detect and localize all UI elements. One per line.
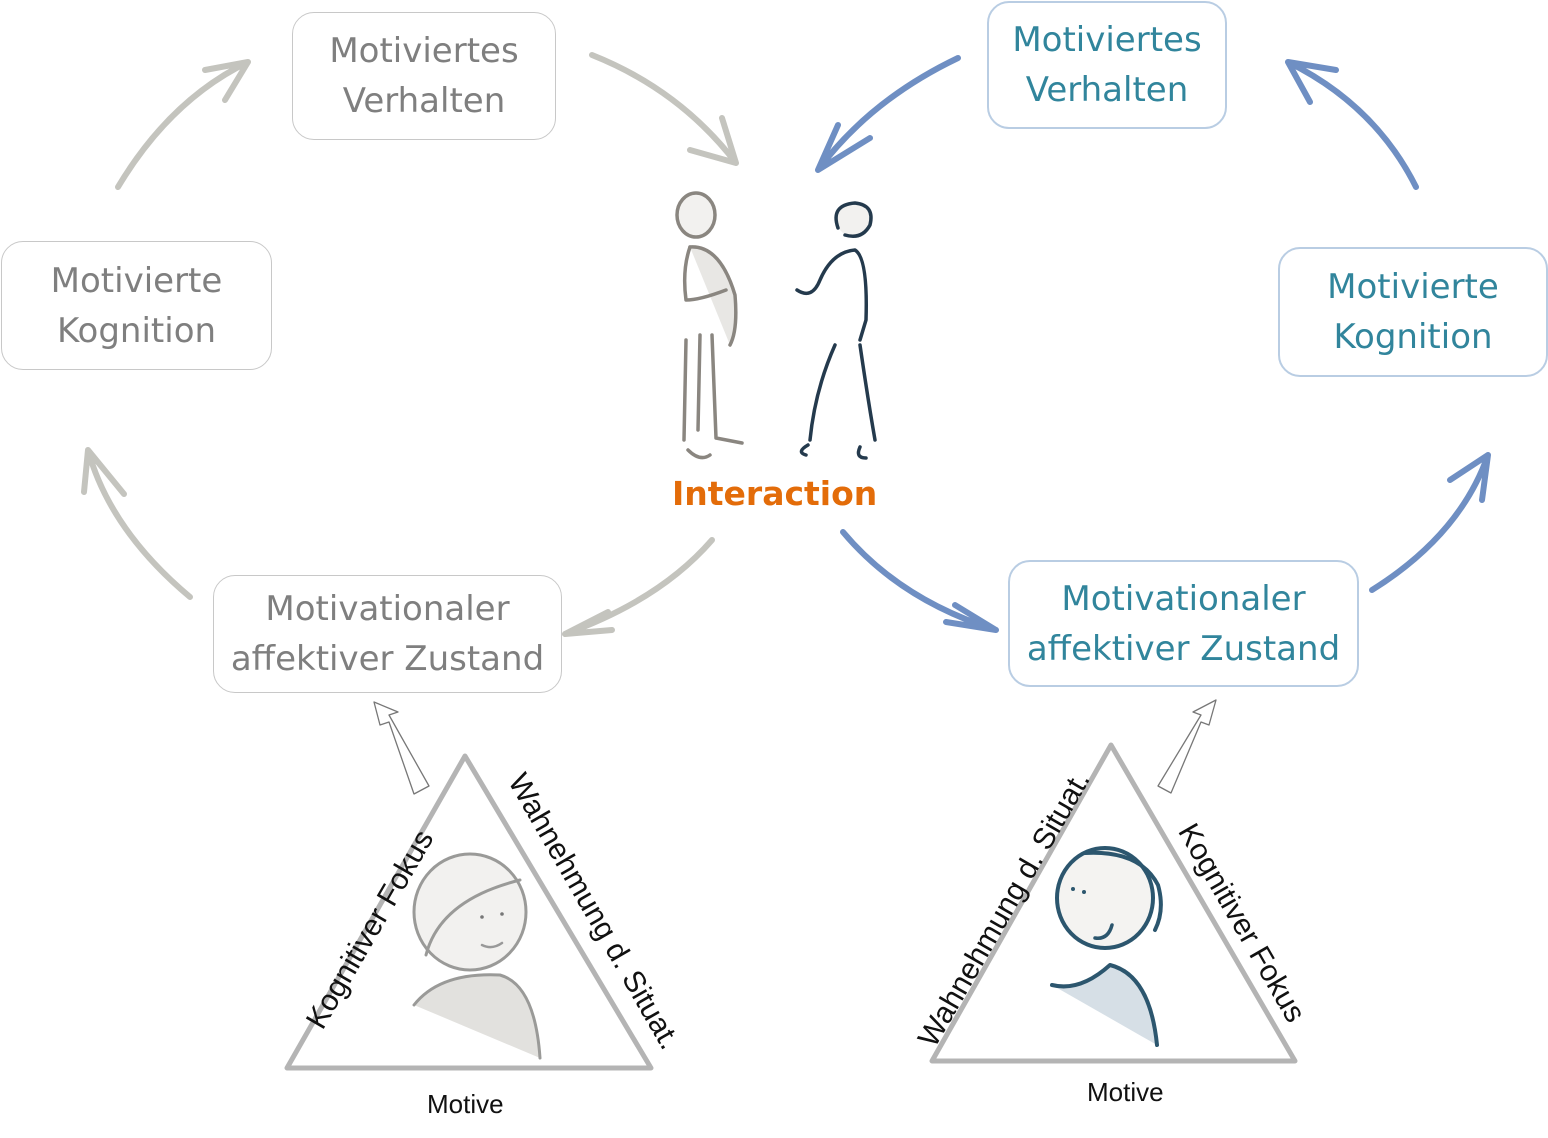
box-line: Kognition [56,310,217,351]
box-line: Verhalten [1025,70,1189,110]
right-box-motivated-behavior: Motiviertes Verhalten [987,1,1227,129]
box-line: Motiviertes [329,31,519,71]
hollow-arrow-left [373,701,430,795]
right-box-affective-state: Motivationaler affektiver Zustand [1008,560,1359,687]
arrow-cognition-to-behavior-right [1285,59,1419,190]
gray-person-icon [675,191,744,460]
gray-arrows [81,52,739,637]
arrow-behavior-to-interaction [589,52,739,166]
interaction-label: Interaction [672,474,878,513]
left-box-affective-state: Motivationaler affektiver Zustand [213,575,562,693]
left-triangle-base-label: Motive [427,1089,504,1119]
arrow-affect-to-cognition [81,447,193,600]
blue-arrows [815,55,1491,633]
arrow-interaction-to-affect [562,537,715,637]
right-triangle-base-label: Motive [1087,1077,1164,1107]
box-line: Motivierte [50,260,223,301]
box-line: Motivierte [1327,267,1499,307]
box-line: Motiviertes [1012,20,1202,60]
box-line: affektiver Zustand [1026,628,1341,669]
box-line: Motivationaler [1061,578,1306,619]
left-box-motivated-cognition: Motivierte Kognition [1,241,272,370]
triangle-left [284,753,654,1071]
box-line: affektiver Zustand [230,639,545,679]
arrow-affect-to-cognition-right [1369,452,1491,593]
box-line: Verhalten [342,81,506,121]
blue-person-icon [795,201,877,460]
arrow-behavior-to-interaction-right [815,55,961,173]
box-line: Kognition [1333,317,1493,357]
left-box-motivated-behavior: Motiviertes Verhalten [292,12,556,140]
arrow-interaction-to-affect-right [840,529,999,633]
hollow-arrow-right [1157,699,1217,794]
triangle-right [929,742,1298,1064]
arrow-cognition-to-behavior [115,59,251,190]
box-line: Motivationaler [265,589,510,629]
left-face-icon [412,852,542,1060]
right-box-motivated-cognition: Motivierte Kognition [1278,247,1548,377]
right-face-icon [1050,846,1163,1047]
